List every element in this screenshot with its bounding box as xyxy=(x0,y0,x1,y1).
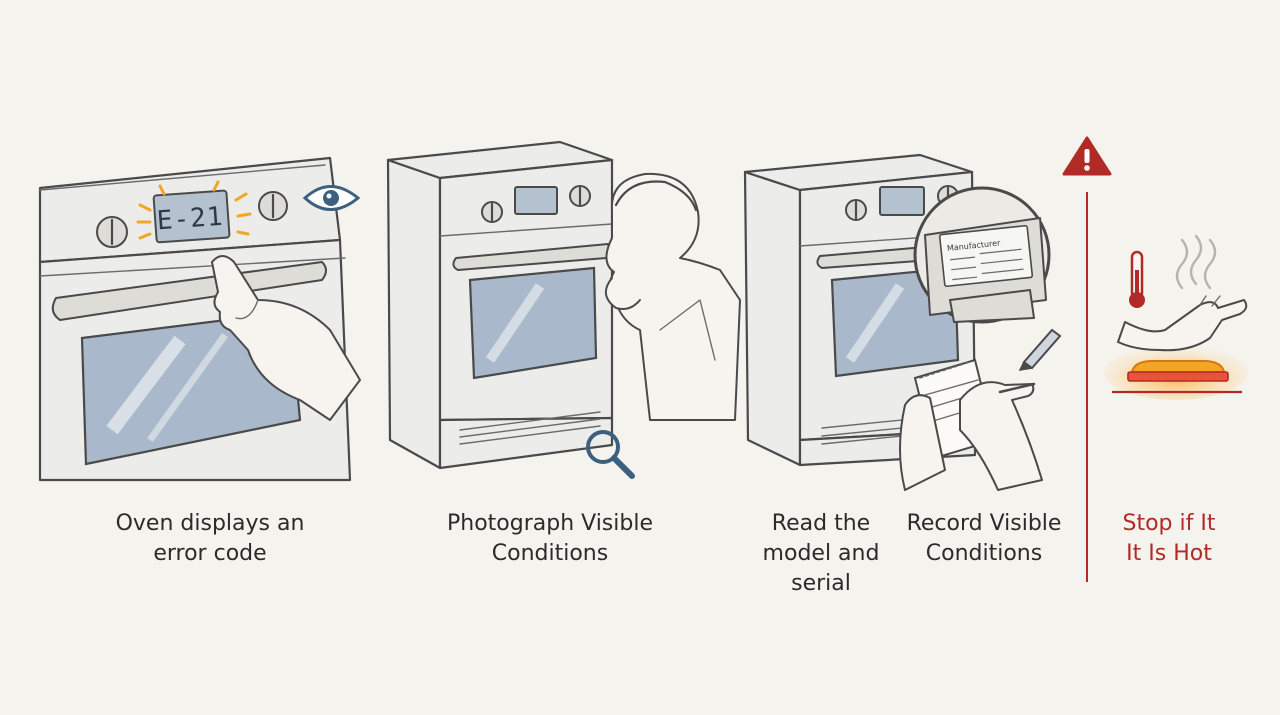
panel-photograph-illustration xyxy=(386,140,741,479)
magnifier-icon xyxy=(586,430,635,479)
caption-line: Oven displays an xyxy=(115,511,305,536)
caption-line: It Is Hot xyxy=(1126,541,1212,566)
caption-line: Conditions xyxy=(925,541,1043,566)
person-inspecting xyxy=(605,172,741,421)
panel-hot-illustration xyxy=(1104,234,1248,400)
caption-model-serial: Read the model and serial xyxy=(746,509,896,599)
caption-line: Conditions xyxy=(491,541,609,566)
caption-line: Read the xyxy=(771,511,871,536)
caption-stop-if-hot: Stop if It It Is Hot xyxy=(1099,509,1239,569)
steam-lines-icon xyxy=(1175,234,1217,290)
eye-icon xyxy=(302,185,361,211)
warning-triangle-icon xyxy=(1062,136,1112,176)
caption-line: Record Visible xyxy=(906,511,1062,536)
pencil-icon xyxy=(1018,328,1062,371)
caption-line: model and xyxy=(762,541,880,566)
pointing-hand xyxy=(211,255,361,421)
error-display xyxy=(152,189,231,244)
caption-line: error code xyxy=(153,541,267,566)
panel-model-serial-illustration: Manufacturer xyxy=(743,153,1062,491)
oven-knob-icon xyxy=(96,191,288,248)
caption-line: serial xyxy=(791,571,851,596)
warning-separator xyxy=(1062,136,1112,582)
caption-error-code: Oven displays an error code xyxy=(70,509,350,569)
error-code-readout: E-21 xyxy=(156,202,225,237)
caption-record: Record Visible Conditions xyxy=(884,509,1084,569)
caption-line: Photograph Visible xyxy=(446,511,653,536)
panel-error-code-illustration: E-21 xyxy=(38,156,361,482)
caption-line: Stop if It xyxy=(1122,511,1216,536)
serial-label-callout: Manufacturer xyxy=(913,186,1051,324)
alert-glow-rays xyxy=(136,180,252,240)
hand-pulling-back xyxy=(1117,299,1248,352)
notepad-with-hands xyxy=(899,358,1043,491)
hot-surface-icon xyxy=(1112,360,1242,394)
caption-photograph: Photograph Visible Conditions xyxy=(410,509,690,569)
thermometer-icon xyxy=(1129,250,1145,308)
